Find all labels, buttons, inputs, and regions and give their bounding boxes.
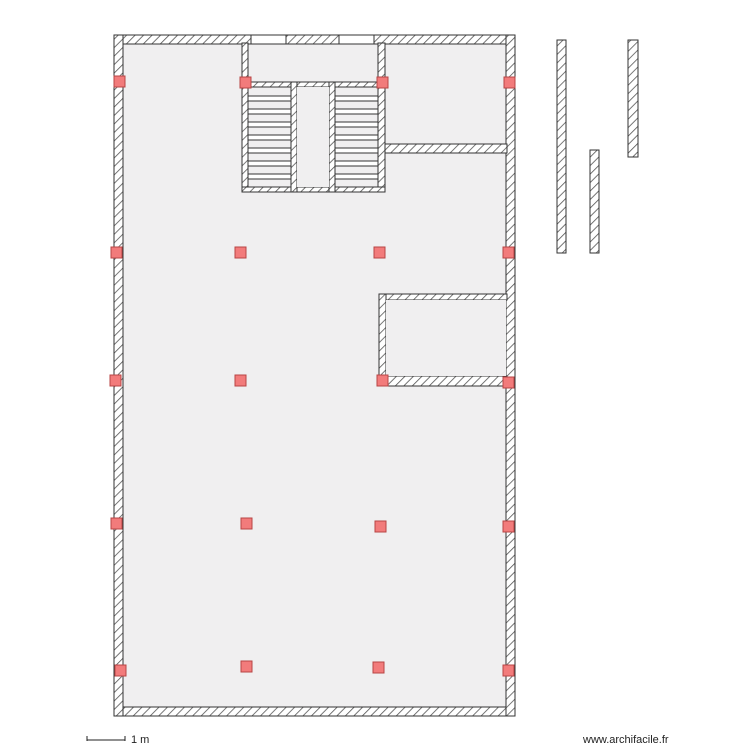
column [373,246,386,259]
wall-bottom [113,706,516,717]
column [374,520,387,533]
column [372,661,385,674]
wall-top [113,34,516,45]
stair-wall-top [241,81,386,88]
column [239,76,252,89]
site-credit: www.archifacile.fr [583,734,669,746]
column [110,517,123,530]
loose-wall-3 [627,39,639,158]
window-1 [250,34,287,45]
column [502,664,515,677]
column [240,660,253,673]
column [376,374,389,387]
column [502,520,515,533]
column [109,374,122,387]
room-e-floor [386,300,506,376]
column [110,246,123,259]
column [502,376,515,389]
room-e-left-wall [378,293,387,387]
column [502,246,515,259]
room-e-bottom-wall [378,375,508,387]
stair-wall-left [241,42,249,192]
column [240,517,253,530]
column [503,76,516,89]
room-e-top-wall [378,293,508,301]
stair-flight-right [334,95,379,180]
scale-label: 1 m [131,734,150,746]
interior-walls [241,42,508,387]
stair-wall-bottom [241,186,386,193]
stair-wall-right [377,42,386,192]
top-windows [250,34,375,45]
room-ne-bottom-wall [384,143,508,154]
column [113,75,126,88]
stair-flight-left [247,95,292,180]
columns [109,75,516,677]
loose-wall-1 [556,39,567,254]
window-2 [338,34,375,45]
column [114,664,127,677]
stair-core-right [328,81,336,193]
loose-wall-pieces [556,39,639,254]
loose-wall-2 [589,149,600,254]
stair-core-left [290,81,298,193]
stair-core-void [297,87,329,187]
column [234,246,247,259]
scale-bar [86,736,126,741]
column [234,374,247,387]
column [376,76,389,89]
